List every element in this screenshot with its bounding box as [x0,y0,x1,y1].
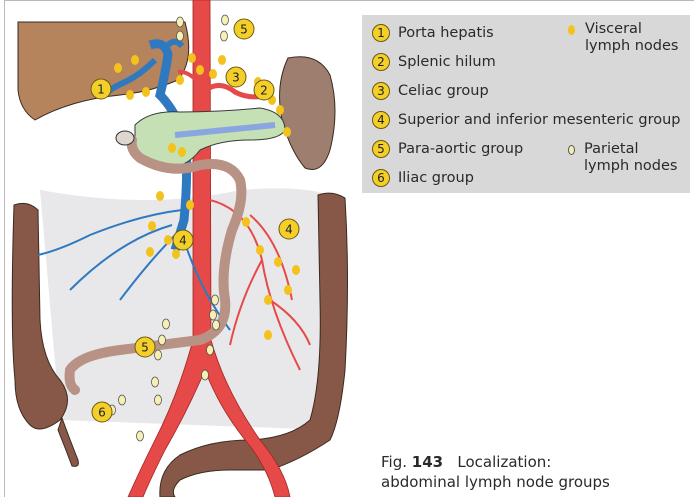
legend-parietal: Parietal lymph nodes [568,141,677,175]
caption-line-2: abdominal lymph node groups [381,472,610,492]
marker-5-top: 5 [234,19,254,39]
legend-label-celiac-group: Celiac group [398,83,489,99]
legend-label-iliac-group: Iliac group [398,170,474,186]
spleen [280,57,335,170]
legend-item-3: 3 Celiac group [372,79,489,103]
parietal-label-line2: lymph nodes [584,158,677,175]
marker-4-left: 4 [173,230,193,250]
legend-item-1: 1 Porta hepatis [372,21,494,45]
legend-box: 1 Porta hepatis 2 Splenic hilum 3 Celiac… [362,15,690,193]
marker-4-right: 4 [279,219,299,239]
svg-text:4: 4 [179,234,187,248]
visceral-node-symbol [568,25,575,35]
svg-text:6: 6 [98,406,106,420]
legend-label-splenic-hilum: Splenic hilum [398,54,496,70]
caption-line-1: Fig. 143 Localization: [381,452,610,472]
duodenum-cut-end [116,131,134,145]
caption-title-start: Localization: [457,453,551,471]
svg-text:1: 1 [97,83,105,97]
legend-item-4: 4 Superior and inferior mesenteric group [372,108,681,132]
parietal-label-line1: Parietal [584,141,677,158]
legend-number-6: 6 [372,169,390,187]
svg-text:4: 4 [285,223,293,237]
appendix [58,418,78,466]
caption-fig-number: 143 [412,453,443,471]
legend-number-2: 2 [372,53,390,71]
visceral-label-line1: Visceral [585,21,678,38]
marker-5-bottom: 5 [135,337,155,357]
legend-label-mesenteric-group: Superior and inferior mesenteric group [398,112,681,128]
svg-text:5: 5 [141,341,149,355]
legend-visceral: Visceral lymph nodes [568,21,678,55]
parietal-node-symbol [568,145,575,155]
legend-number-1: 1 [372,24,390,42]
marker-2: 2 [254,80,274,100]
marker-6: 6 [92,402,112,422]
legend-item-2: 2 Splenic hilum [372,50,496,74]
visceral-label-line2: lymph nodes [585,38,678,55]
svg-text:3: 3 [232,71,240,85]
legend-number-5: 5 [372,140,390,158]
marker-3: 3 [226,67,246,87]
caption-fig-prefix: Fig. [381,453,407,471]
legend-item-6: 6 Iliac group [372,166,474,190]
legend-number-4: 4 [372,111,390,129]
legend-label-para-aortic-group: Para-aortic group [398,141,523,157]
svg-text:2: 2 [260,84,268,98]
legend-number-3: 3 [372,82,390,100]
marker-1: 1 [91,79,111,99]
svg-text:5: 5 [240,23,248,37]
legend-label-porta-hepatis: Porta hepatis [398,25,494,41]
legend-item-5: 5 Para-aortic group [372,137,523,161]
figure-caption: Fig. 143 Localization: abdominal lymph n… [381,452,610,492]
